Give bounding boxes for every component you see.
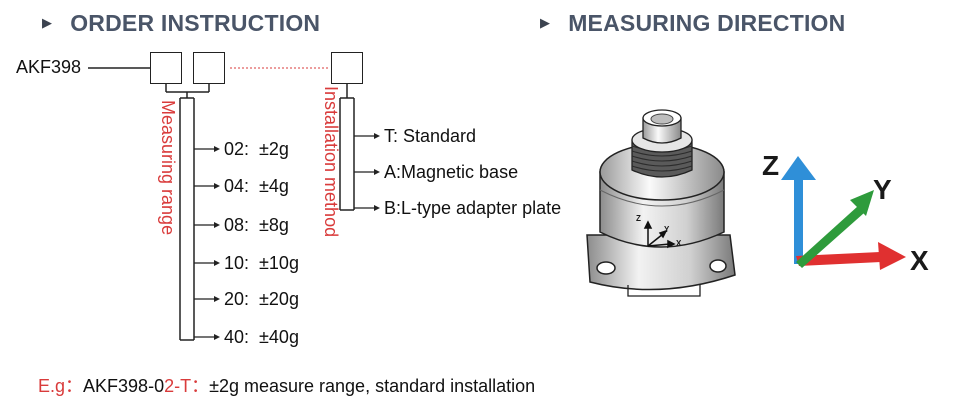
axis-z-label: Z — [762, 150, 780, 181]
mini-axis-x-label: X — [676, 239, 682, 248]
example-line: E.g：AKF398-02-T：±2g measure range, stand… — [38, 372, 535, 398]
example-model: AKF398-0 — [83, 376, 165, 396]
axis-y-label: Y — [873, 174, 892, 205]
range-option: 02: ±2g — [224, 139, 289, 159]
order-instruction-heading: ▶ ORDER INSTRUCTION — [42, 10, 320, 37]
example-install-code: T — [180, 376, 192, 396]
measuring-range-label: Measuring range — [158, 100, 178, 236]
range-code-box-2 — [193, 52, 225, 84]
range-option: 08: ±8g — [224, 215, 289, 235]
range-option: 40: ±40g — [224, 327, 299, 347]
installation-code-box — [331, 52, 363, 84]
installation-option: A:Magnetic base — [384, 162, 519, 182]
example-separator: - — [174, 376, 181, 396]
range-option: 10: ±10g — [224, 253, 299, 273]
example-prefix: E.g： — [38, 376, 84, 396]
example-range-digit: 2 — [164, 376, 175, 396]
installation-method-label: Installation method — [321, 86, 341, 238]
range-option: 04: ±4g — [224, 176, 289, 196]
example-colon: ： — [191, 376, 210, 396]
triangle-bullet-icon: ▶ — [540, 15, 551, 30]
installation-option: B:L-type adapter plate — [384, 198, 562, 218]
order-instruction-title: ORDER INSTRUCTION — [70, 10, 321, 36]
model-label: AKF398 — [16, 57, 82, 77]
mini-axis-z-label: Z — [636, 214, 641, 223]
range-option: 20: ±20g — [224, 289, 299, 309]
mini-axis-y-label: Y — [664, 225, 670, 234]
measuring-direction-heading: ▶ MEASURING DIRECTION — [540, 10, 845, 37]
installation-option: T: Standard — [384, 126, 477, 146]
range-code-box-1 — [150, 52, 182, 84]
axis-x-label: X — [910, 245, 929, 276]
example-description: ±2g measure range, standard installation — [209, 376, 536, 396]
triangle-bullet-icon: ▶ — [42, 15, 53, 30]
measuring-direction-title: MEASURING DIRECTION — [568, 10, 846, 36]
